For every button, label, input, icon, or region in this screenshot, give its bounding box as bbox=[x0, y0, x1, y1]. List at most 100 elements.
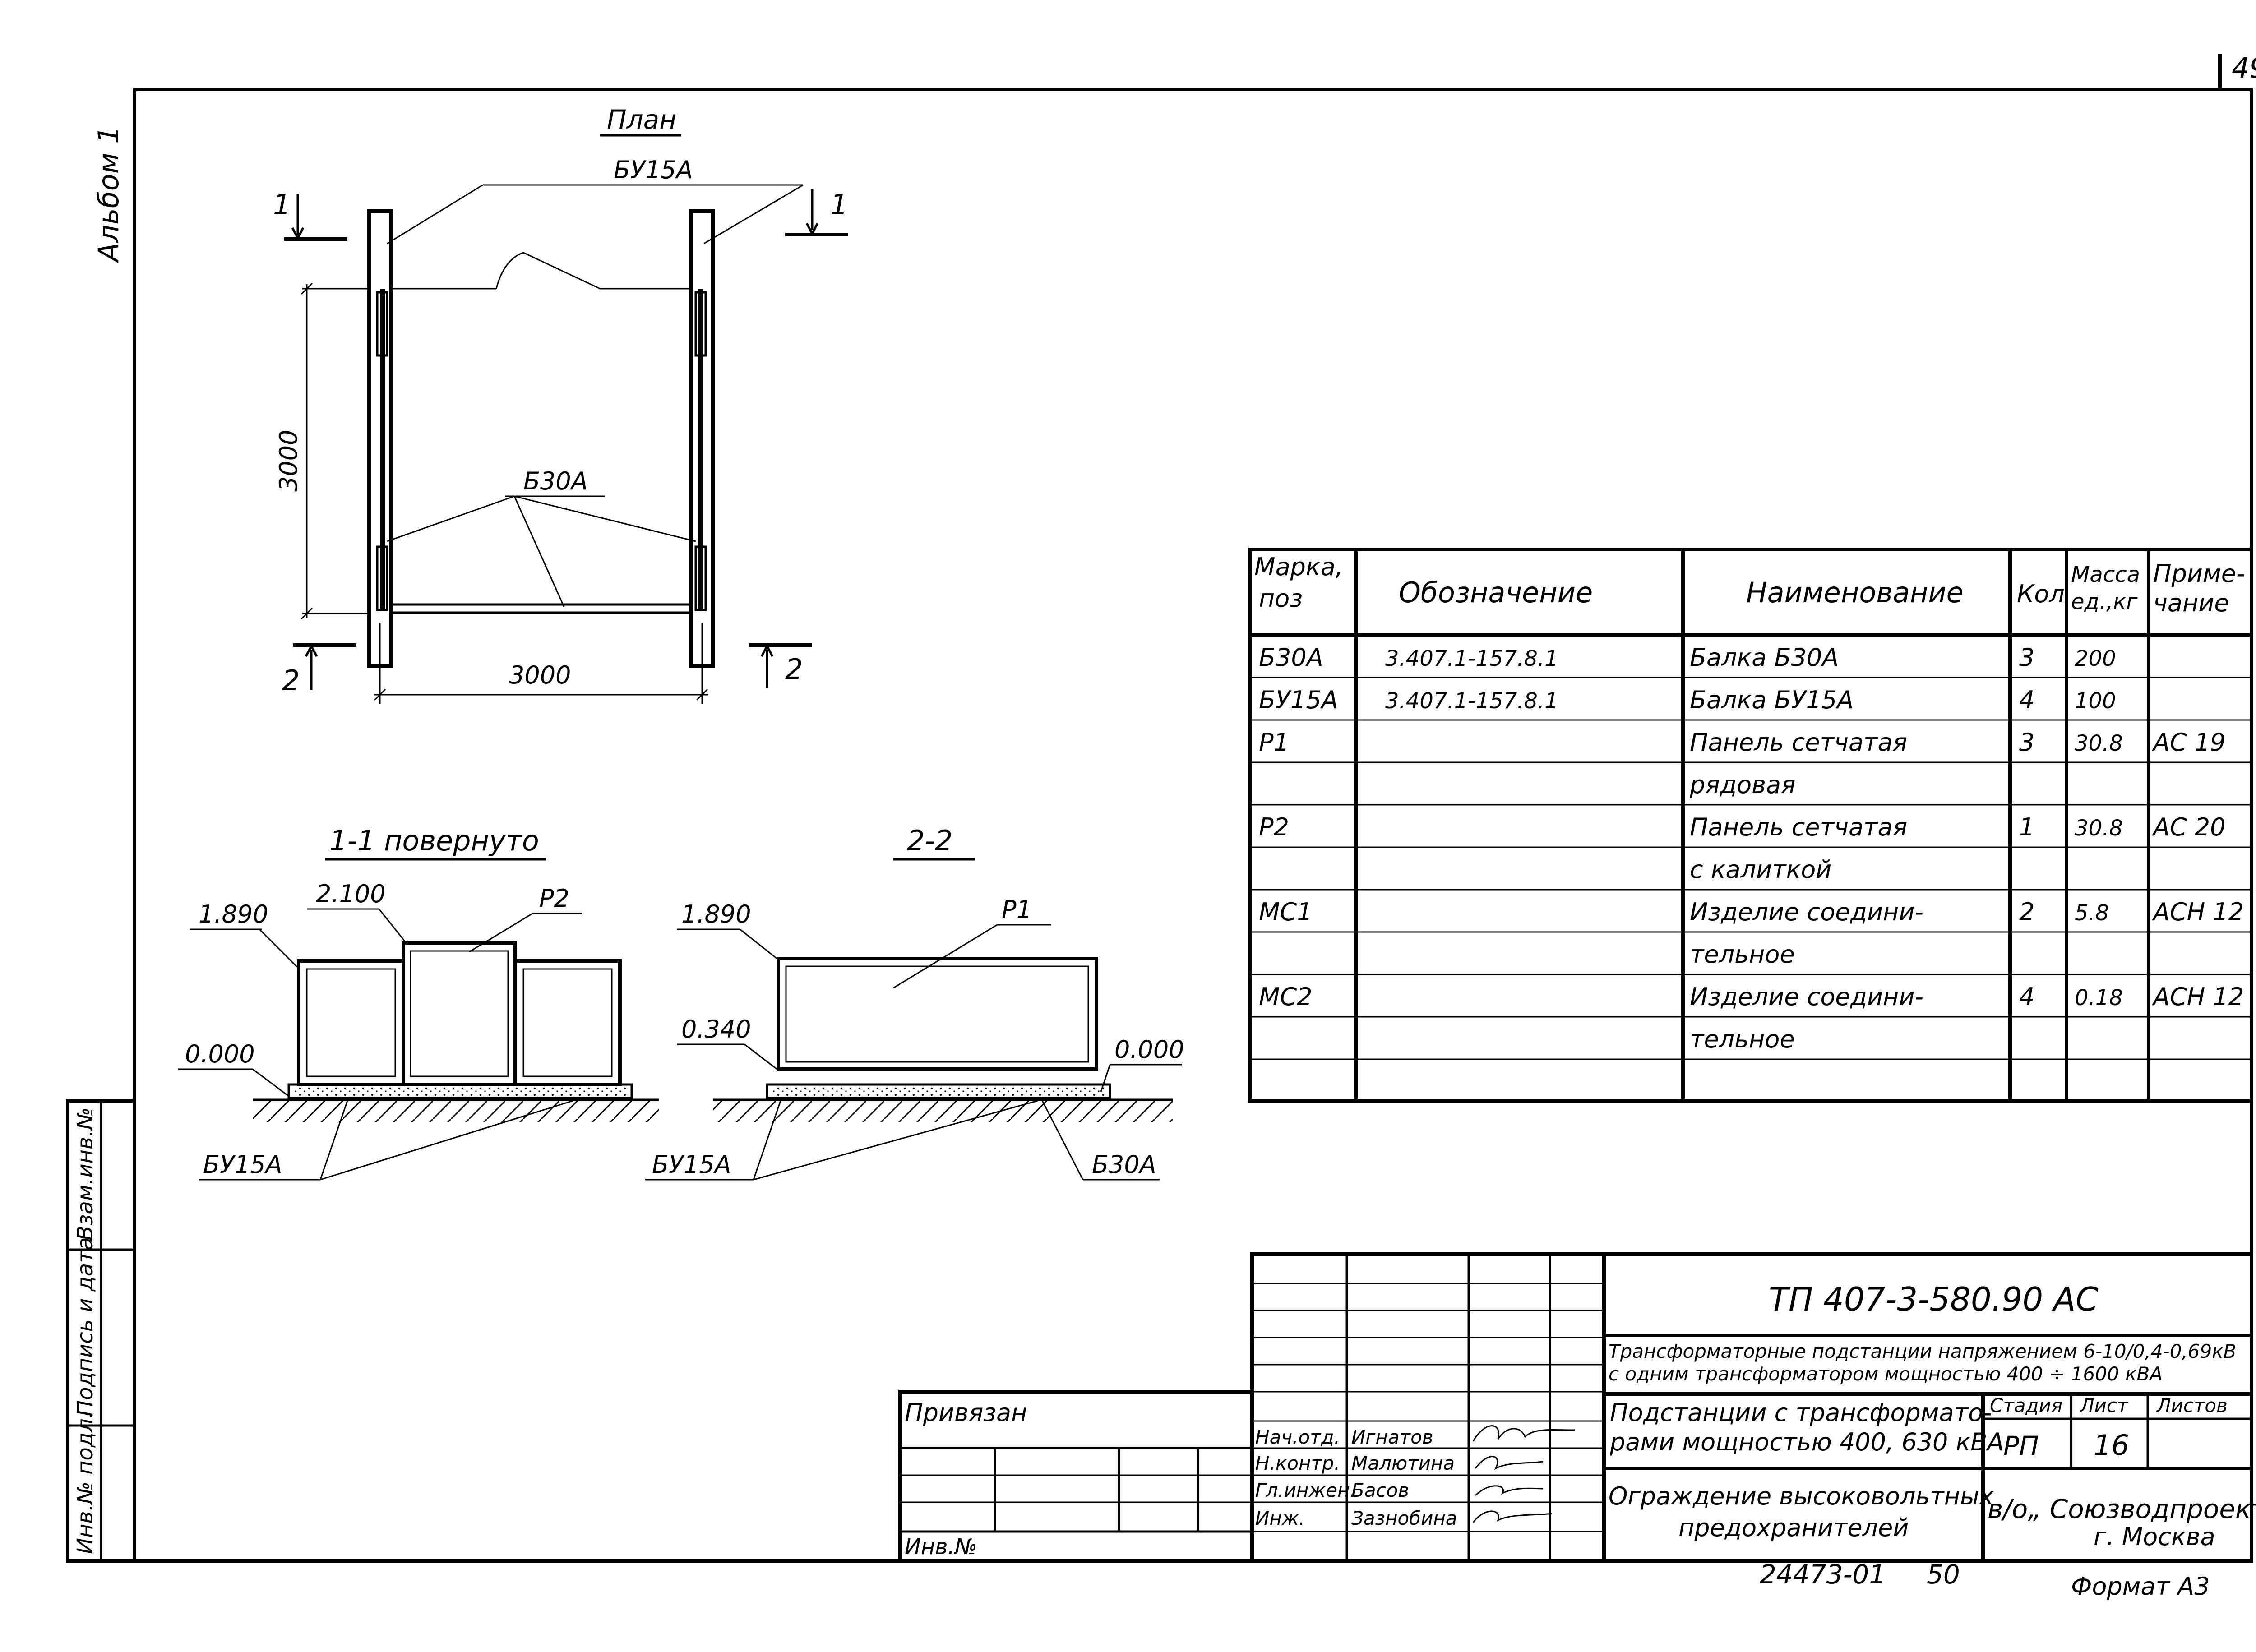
page-number: 49 bbox=[2232, 51, 2256, 84]
spec-cell-r2-c0: Р1 bbox=[1259, 728, 1289, 757]
section-2-panel-label: Р1 bbox=[1002, 895, 1032, 924]
plan-dim-horizontal: 3000 bbox=[509, 661, 571, 689]
spec-header-qty: Кол bbox=[2017, 580, 2065, 608]
spec-cell-r4-c2: Панель сетчатая bbox=[1690, 813, 1907, 841]
section-1-title: 1-1 повернуто bbox=[329, 824, 539, 857]
section-1-1: 1-1 повернуто 1.890 2.100 0.000 Р2 БУ15А bbox=[178, 824, 659, 1181]
spec-cell-r1-c1: 3.407.1-157.8.1 bbox=[1385, 688, 1558, 714]
section-2-beam-left-label: БУ15А bbox=[652, 1150, 731, 1179]
spec-table-header: Марка, поз Обозначение Наименование Кол … bbox=[1254, 553, 2245, 617]
spec-cell-r1-c0: БУ15А bbox=[1259, 686, 1338, 714]
spec-cell-r1-c4: 100 bbox=[2075, 688, 2116, 714]
spec-cell-r0-c1: 3.407.1-157.8.1 bbox=[1385, 646, 1558, 671]
title-drawing-line1: Ограждение высоковольтных bbox=[1609, 1482, 1994, 1510]
name-1: Игнатов bbox=[1351, 1426, 1433, 1448]
title-project-line2: с одним трансформатором мощностью 400 ÷ … bbox=[1609, 1363, 2163, 1385]
title-stage-header: Стадия bbox=[1990, 1394, 2062, 1417]
album-label: Альбом 1 bbox=[92, 126, 125, 263]
spec-cell-r4-c3: 1 bbox=[2019, 813, 2034, 841]
spec-cell-r8-c2: Изделие соедини- bbox=[1690, 983, 1923, 1011]
spec-header-mark-1: Марка, bbox=[1254, 553, 1343, 581]
side-stamp-podpis: Подпись и дата bbox=[73, 1237, 98, 1417]
spec-cell-r8-c3: 4 bbox=[2019, 983, 2034, 1011]
spec-cell-r6-c5: АСН 12 bbox=[2152, 898, 2244, 926]
spec-header-mass-1: Масса bbox=[2071, 562, 2140, 587]
section-2-level-low: 0.340 bbox=[681, 1015, 751, 1043]
name-2: Малютина bbox=[1351, 1452, 1455, 1474]
section-2-level-top: 1.890 bbox=[681, 900, 751, 928]
title-project-line1: Трансформаторные подстанции напряжением … bbox=[1609, 1340, 2236, 1362]
section-1-level-top: 1.890 bbox=[199, 900, 268, 928]
spec-header-mark-2: поз bbox=[1259, 584, 1303, 613]
spec-header-name: Наименование bbox=[1746, 576, 1964, 609]
spec-cell-r8-c4: 0.18 bbox=[2075, 985, 2123, 1011]
spec-cell-r5-c2: с калиткой bbox=[1690, 855, 1831, 884]
spec-cell-r1-c3: 4 bbox=[2019, 686, 2034, 714]
section-1-level-gate: 2.100 bbox=[316, 880, 386, 908]
title-sheet-line2: рами мощностью 400, 630 кВА bbox=[1609, 1428, 2004, 1456]
section-1-beam-label: БУ15А bbox=[203, 1150, 282, 1179]
side-stamp-vzam: Взам.инв.№ bbox=[73, 1107, 98, 1241]
spec-cell-r6-c0: МС1 bbox=[1259, 898, 1313, 926]
spec-cell-r2-c4: 30.8 bbox=[2075, 731, 2123, 756]
spec-cell-r0-c0: Б30А bbox=[1259, 643, 1323, 672]
role-2: Н.контр. bbox=[1255, 1452, 1340, 1474]
title-sheet-line1: Подстанции с трансформато- bbox=[1610, 1398, 1992, 1427]
spec-cell-r3-c2: рядовая bbox=[1689, 771, 1796, 799]
format-label: Формат А3 bbox=[2071, 1572, 2210, 1601]
archive-number: 24473-01 bbox=[1760, 1559, 1886, 1590]
plan-dim-vertical: 3000 bbox=[274, 430, 303, 492]
name-4: Зазнобина bbox=[1351, 1507, 1457, 1529]
spec-cell-r2-c2: Панель сетчатая bbox=[1690, 728, 1907, 757]
plan-cut-left-top: 1 bbox=[273, 188, 291, 221]
role-4: Инж. bbox=[1255, 1507, 1305, 1529]
section-2-beam-right-label: Б30А bbox=[1092, 1150, 1156, 1179]
spec-cell-r8-c5: АСН 12 bbox=[2152, 983, 2244, 1011]
spec-cell-r6-c4: 5.8 bbox=[2075, 900, 2109, 926]
spec-header-note-1: Приме- bbox=[2153, 559, 2245, 588]
title-inv-no: Инв.№ bbox=[905, 1534, 977, 1560]
spec-header-note-2: чание bbox=[2153, 589, 2229, 617]
signatures bbox=[1472, 1425, 1575, 1523]
role-1: Нач.отд. bbox=[1255, 1426, 1340, 1448]
plan-title: План bbox=[607, 104, 676, 135]
spec-cell-r2-c5: АС 19 bbox=[2152, 728, 2226, 757]
spec-cell-r9-c2: тельное bbox=[1690, 1025, 1795, 1053]
plan-cut-right-top: 1 bbox=[830, 188, 848, 221]
section-2-2: 2-2 1.890 0.340 0.000 Р1 БУ15А Б30А bbox=[645, 824, 1184, 1181]
spec-cell-r1-c2: Балка БУ15А bbox=[1690, 686, 1854, 714]
title-sheet: 16 bbox=[2094, 1429, 2129, 1462]
section-1-level-zero: 0.000 bbox=[185, 1040, 255, 1068]
title-stage: РП bbox=[2003, 1431, 2039, 1461]
spec-cell-r4-c4: 30.8 bbox=[2075, 816, 2123, 841]
title-org-line1: в/о„ Союзводпроект" bbox=[1988, 1494, 2256, 1524]
spec-cell-r6-c2: Изделие соедини- bbox=[1690, 898, 1923, 926]
spec-cell-r7-c2: тельное bbox=[1690, 940, 1795, 969]
spec-cell-r8-c0: МС2 bbox=[1259, 983, 1313, 1011]
plan-cut-right-bottom: 2 bbox=[785, 653, 803, 686]
title-org-line2: г. Москва bbox=[2094, 1523, 2215, 1551]
plan-beam-mid-label: Б30А bbox=[523, 467, 588, 495]
spec-cell-r4-c5: АС 20 bbox=[2152, 813, 2226, 841]
title-code: ТП 407-3-580.90 АС bbox=[1769, 1280, 2099, 1318]
side-stamp bbox=[66, 1099, 136, 1563]
plan-view: План БУ15А 3000 3000 bbox=[273, 104, 848, 704]
spec-cell-r4-c0: Р2 bbox=[1259, 813, 1289, 841]
spec-cell-r2-c3: 3 bbox=[2019, 728, 2034, 757]
spec-table bbox=[1248, 548, 2253, 1103]
spec-header-mass-2: ед.,кг bbox=[2071, 589, 2138, 614]
title-sheet-header: Лист bbox=[2079, 1394, 2129, 1417]
spec-cell-r0-c4: 200 bbox=[2075, 646, 2116, 671]
plan-cut-left-bottom: 2 bbox=[282, 664, 300, 697]
role-3: Гл.инжен. bbox=[1255, 1479, 1356, 1501]
spec-cell-r0-c2: Балка Б30А bbox=[1690, 643, 1839, 672]
spec-header-designation: Обозначение bbox=[1399, 576, 1593, 609]
spec-cell-r0-c3: 3 bbox=[2019, 643, 2034, 672]
title-sheets-header: Листов bbox=[2156, 1394, 2228, 1417]
side-stamp-inv-podl: Инв.№ подл. bbox=[73, 1412, 98, 1554]
spec-cell-r6-c3: 2 bbox=[2019, 898, 2034, 926]
archive-sheet: 50 bbox=[1927, 1559, 1960, 1590]
title-drawing-line2: предохранителей bbox=[1678, 1514, 1909, 1542]
